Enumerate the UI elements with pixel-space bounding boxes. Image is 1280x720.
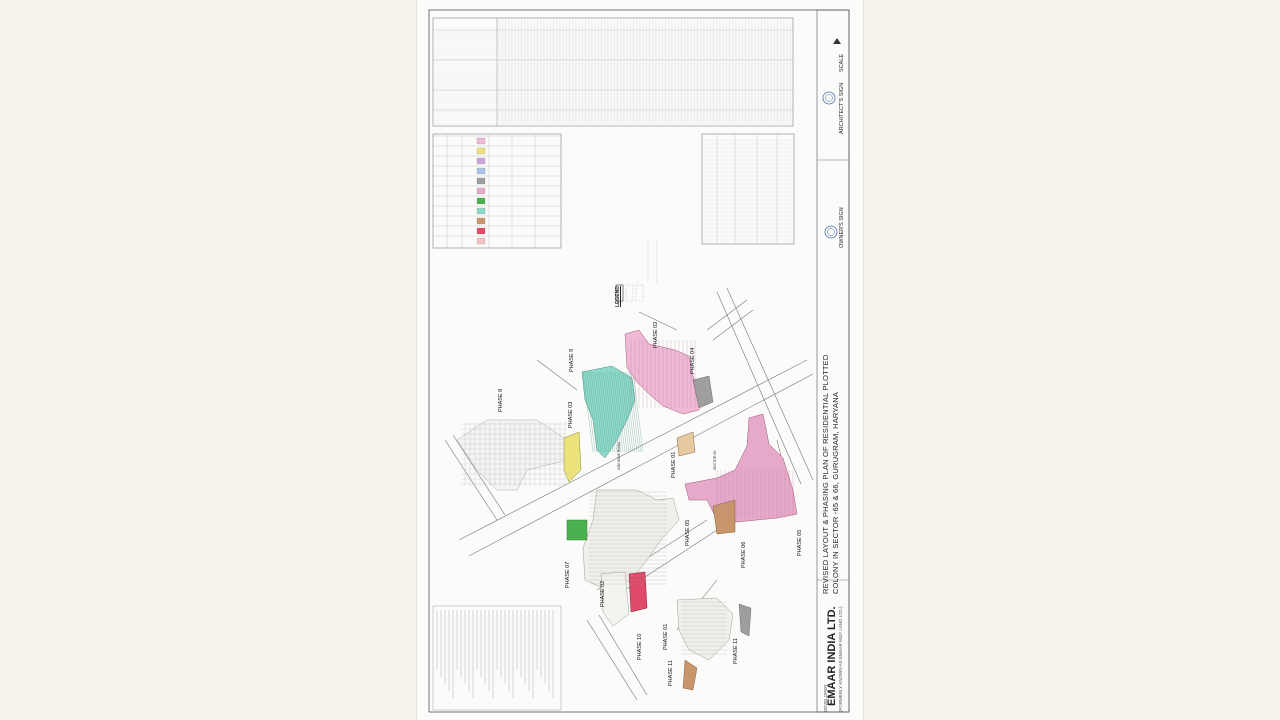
- plan-drawing: [428, 9, 850, 713]
- developer-former-name: (FORMERLY KNOWN AS EMAAR MGF LAND LTD.): [838, 606, 843, 712]
- main-road-label: 60M WIDE ROAD: [617, 441, 621, 470]
- title-strip: [816, 9, 850, 713]
- phase-10-area: [628, 571, 648, 613]
- north-arrow-icon: [833, 38, 841, 44]
- plan-title-line-2: COLONY IN SECTOR -65 & 66, GURUGRAM, HAR…: [831, 391, 840, 594]
- phase-11b-label: PHASE 11: [733, 638, 739, 664]
- phase-05b-label: PHASE 05: [685, 519, 691, 546]
- phase-03-label: PHASE 03: [568, 401, 574, 428]
- phase-04-label: PHASE 04: [690, 347, 696, 374]
- phase-colour-swatch: [476, 157, 486, 165]
- scale-label: SCALE: [839, 53, 845, 72]
- phase-colour-swatch: [476, 237, 486, 245]
- phase-colour-swatch: [476, 217, 486, 225]
- phase-colour-swatch: [476, 137, 486, 145]
- phase-colour-swatch: [476, 167, 486, 175]
- phase-colour-swatch: [476, 207, 486, 215]
- phase-01b-label: PHASE 01: [663, 623, 669, 650]
- area-statement-table: [432, 17, 794, 127]
- phase-colour-table: [432, 133, 562, 249]
- phase-colour-swatch: [476, 177, 486, 185]
- phase-06-label: PHASE 06: [741, 541, 747, 568]
- plan-sheet: DEVELOPER EMAAR INDIA LTD. (FORMERLY KNO…: [417, 0, 863, 720]
- phase-02b-area: [600, 571, 630, 627]
- legend: [615, 240, 658, 302]
- phase-colour-swatch: [476, 197, 486, 205]
- phase-07-label: PHASE 07: [565, 561, 571, 588]
- sector-66-label: SECTOR 66: [713, 450, 717, 470]
- notes-block: [432, 605, 562, 711]
- phase-03-area: [563, 431, 582, 483]
- phase-05-label: PHASE 05: [797, 529, 803, 556]
- phase-colour-swatch: [476, 227, 486, 235]
- legend-title: LEGEND: [615, 286, 621, 307]
- phase-colour-swatch: [476, 187, 486, 195]
- owner-seal: [824, 225, 838, 239]
- phase-8-label: PHASE 8: [498, 388, 504, 412]
- developer-name: EMAAR INDIA LTD.: [826, 606, 838, 706]
- phase-01-label: PHASE 01: [671, 451, 677, 478]
- phase-06-area: [712, 499, 736, 535]
- architects-sign-label: ARCHITECT'S SIGN: [839, 82, 845, 134]
- phase-11-label: PHASE 11: [668, 660, 674, 686]
- phase-01b-area: [676, 597, 734, 661]
- phase-colour-swatch: [476, 147, 486, 155]
- phase-01-strip: [676, 431, 696, 457]
- owners-sign-label: OWNER'S SIGN: [839, 207, 845, 248]
- phase-07-green: [566, 519, 588, 541]
- plan-title-line-1: REVISED LAYOUT & PHASING PLAN OF RESIDEN…: [821, 354, 830, 594]
- phase-11-area: [682, 659, 698, 691]
- phase-11b-area: [738, 603, 752, 637]
- phase-02-label: PHASE 02: [653, 321, 659, 348]
- summary-table: [701, 133, 795, 245]
- phase-10-label: PHASE 10: [637, 633, 643, 660]
- phase-9-label: PHASE 9: [569, 348, 575, 372]
- phase-02b-label: PHASE 02: [600, 580, 606, 607]
- phase-04-area: [692, 375, 714, 409]
- architect-seal: [822, 91, 836, 105]
- phase-8-plots: [456, 419, 568, 491]
